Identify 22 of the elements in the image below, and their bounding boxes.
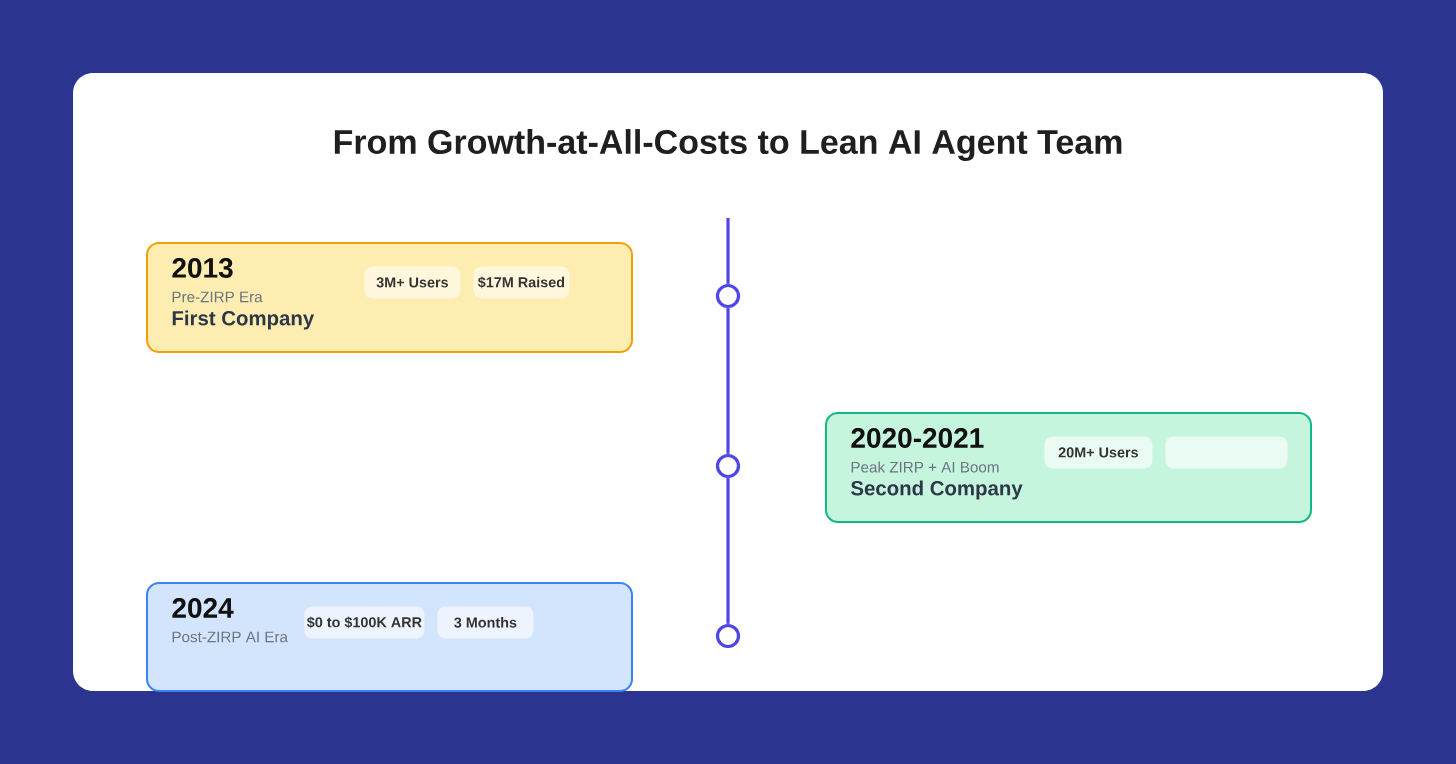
title: From Growth-at-All-Costs to Lean AI Agent Team — [334, 129, 1122, 161]
stat-badge — [1165, 436, 1288, 469]
era-subtitle: Post-ZIRP AI Era — [172, 631, 288, 643]
era-subtitle: Pre-ZIRP Era — [172, 291, 263, 303]
stat-badge: $0 to $100K ARR — [304, 606, 425, 639]
timeline-line — [726, 308, 730, 454]
stat-badge: $17M Raised — [473, 266, 570, 299]
timeline-line — [726, 478, 730, 624]
stat-badge: 3M+ Users — [364, 266, 461, 299]
company-name: Second Company — [851, 480, 1023, 500]
timeline-dot — [715, 283, 741, 309]
timeline-line — [726, 218, 730, 284]
year-heading: 2024 — [172, 598, 234, 618]
era-subtitle: Peak ZIRP + AI Boom — [851, 461, 999, 473]
stat-badge: 20M+ Users — [1044, 436, 1153, 469]
year-heading: 2013 — [172, 258, 233, 278]
year-heading: 2020-2021 — [851, 428, 984, 448]
company-name: First Company — [172, 310, 315, 330]
timeline-dot — [715, 453, 741, 479]
timeline-dot — [715, 623, 741, 649]
timeline-card — [146, 242, 633, 353]
stat-badge: 3 Months — [437, 606, 534, 639]
